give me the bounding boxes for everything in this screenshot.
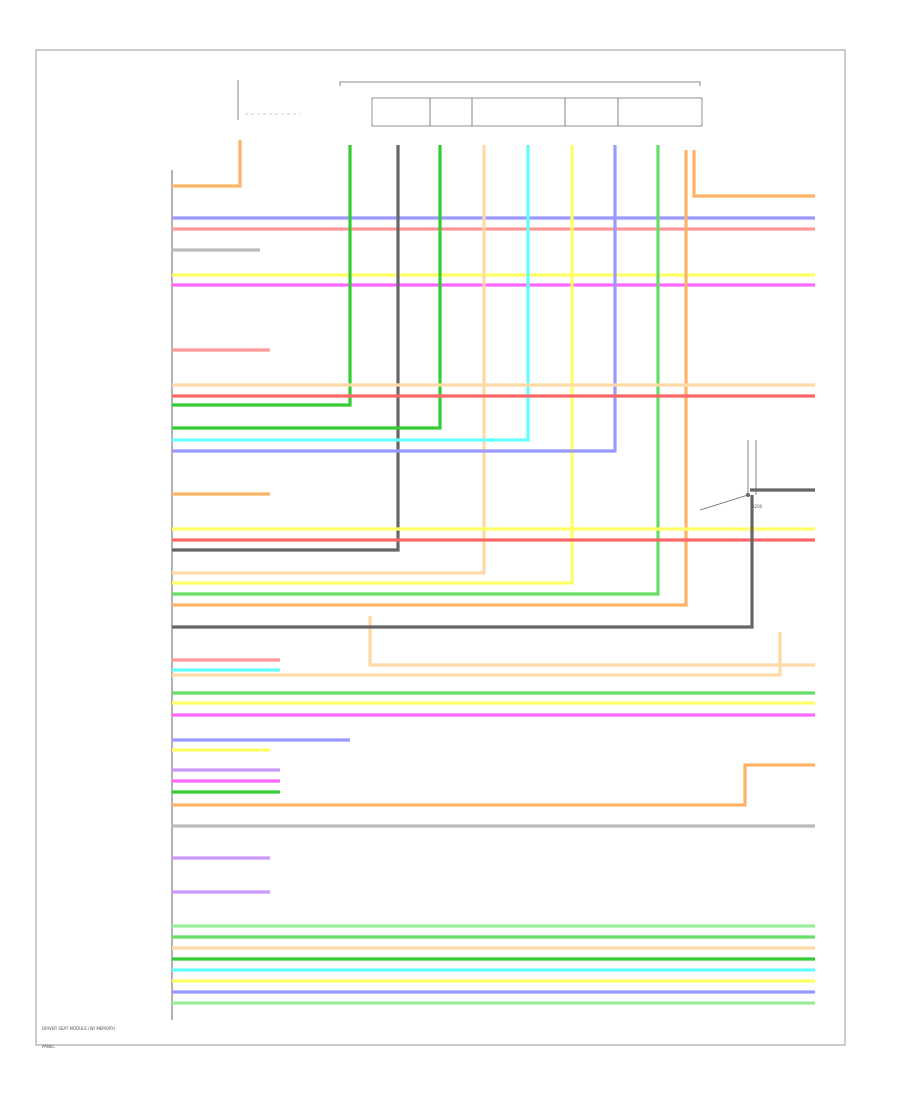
wire-tan-8 bbox=[172, 145, 486, 575]
module-bottom-label: DRIVER SEAT MODULE (W/ MEMORY) bbox=[42, 1026, 116, 1031]
wire-gry-6 bbox=[172, 145, 400, 552]
seat-switch-component bbox=[339, 81, 703, 127]
wire-gry-20 bbox=[172, 495, 754, 629]
wire-orn-25 bbox=[172, 763, 815, 807]
wire-orn-0 bbox=[172, 140, 242, 188]
splice-label: S200 bbox=[752, 504, 763, 509]
wire-grn-7 bbox=[172, 145, 442, 430]
wire-yel-10 bbox=[172, 145, 574, 585]
wire-cyn-9 bbox=[172, 145, 530, 442]
wire-dkgrn-12 bbox=[172, 145, 660, 596]
wire-layer bbox=[172, 140, 815, 1005]
power-feed-component bbox=[237, 80, 300, 120]
wire-grn-5 bbox=[172, 145, 352, 407]
diagram-frame bbox=[35, 49, 846, 1046]
wire-tan-21 bbox=[172, 632, 782, 677]
wire-blu-11 bbox=[172, 145, 617, 453]
wire-tan-19 bbox=[368, 616, 815, 667]
wire-orn-13 bbox=[172, 150, 688, 607]
wire-orn-14 bbox=[692, 150, 815, 198]
footer-code: PANEL bbox=[42, 1044, 55, 1049]
splice-component: S200 bbox=[699, 440, 763, 511]
